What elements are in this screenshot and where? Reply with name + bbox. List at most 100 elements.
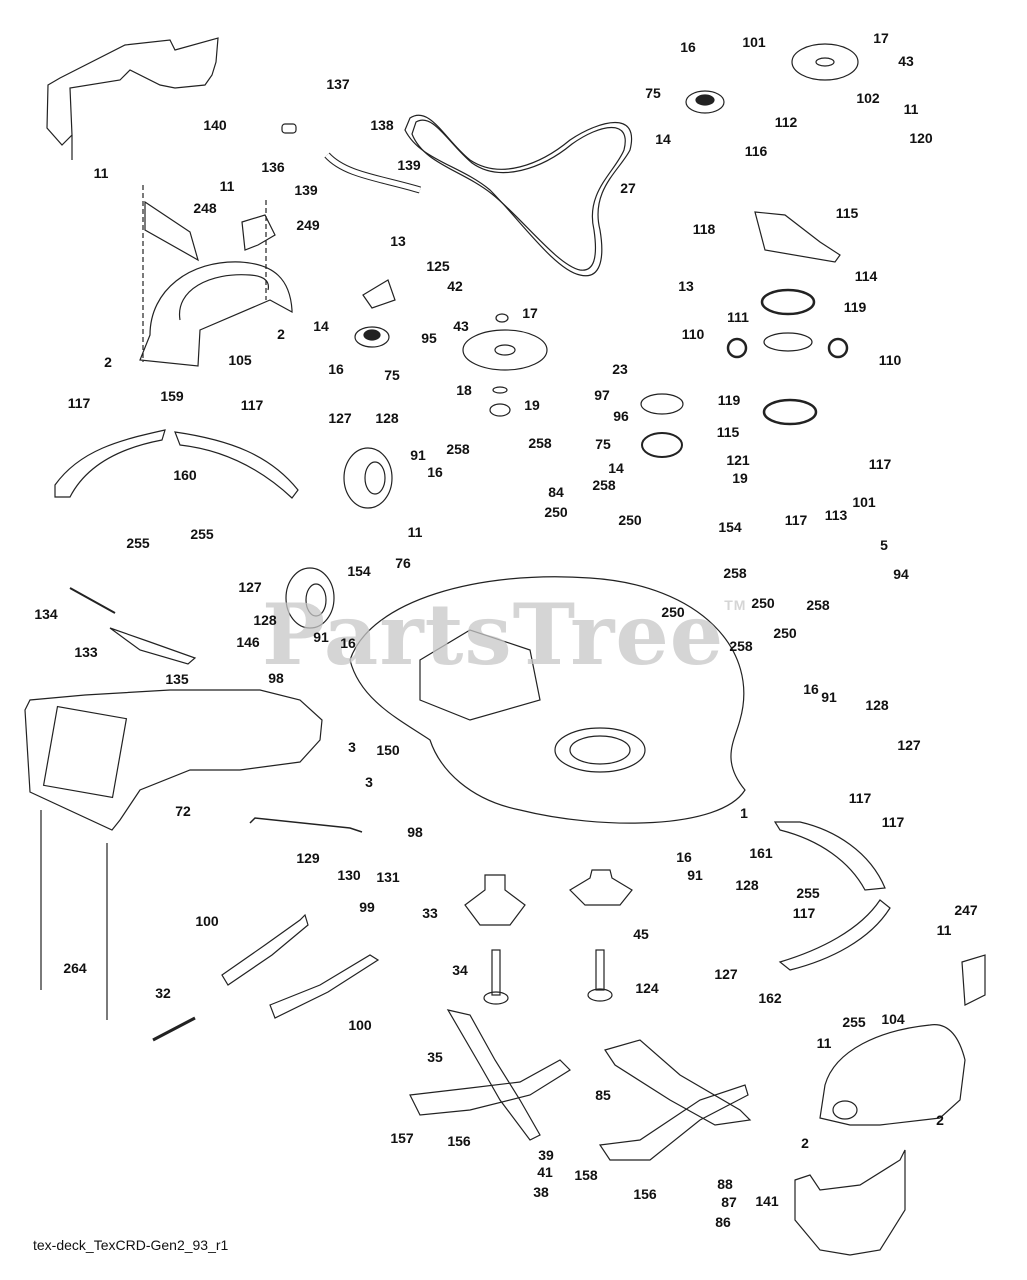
part-callout-102[interactable]: 102 (856, 90, 880, 106)
part-callout-110[interactable]: 110 (878, 352, 902, 368)
part-callout-88[interactable]: 88 (717, 1176, 733, 1192)
part-callout-138[interactable]: 138 (370, 117, 394, 133)
part-callout-100[interactable]: 100 (348, 1017, 372, 1033)
part-callout-75[interactable]: 75 (384, 367, 400, 383)
part-callout-11[interactable]: 11 (903, 101, 919, 117)
part-callout-258[interactable]: 258 (446, 441, 470, 457)
part-callout-11[interactable]: 11 (407, 524, 423, 540)
part-callout-16[interactable]: 16 (340, 635, 356, 651)
part-callout-16[interactable]: 16 (680, 39, 696, 55)
part-callout-156[interactable]: 156 (447, 1133, 471, 1149)
part-callout-17[interactable]: 17 (522, 305, 538, 321)
part-callout-19[interactable]: 19 (732, 470, 748, 486)
part-callout-127[interactable]: 127 (897, 737, 921, 753)
part-callout-11[interactable]: 11 (816, 1035, 832, 1051)
part-callout-16[interactable]: 16 (803, 681, 819, 697)
part-callout-115[interactable]: 115 (716, 424, 740, 440)
part-callout-91[interactable]: 91 (821, 689, 837, 705)
part-callout-42[interactable]: 42 (447, 278, 463, 294)
part-callout-116[interactable]: 116 (744, 143, 768, 159)
part-callout-95[interactable]: 95 (421, 330, 437, 346)
part-callout-91[interactable]: 91 (687, 867, 703, 883)
part-callout-154[interactable]: 154 (718, 519, 742, 535)
part-callout-162[interactable]: 162 (758, 990, 782, 1006)
part-callout-94[interactable]: 94 (893, 566, 909, 582)
part-callout-125[interactable]: 125 (426, 258, 450, 274)
part-callout-128[interactable]: 128 (865, 697, 889, 713)
part-callout-117[interactable]: 117 (881, 814, 905, 830)
part-callout-250[interactable]: 250 (544, 504, 568, 520)
part-callout-117[interactable]: 117 (848, 790, 872, 806)
part-callout-14[interactable]: 14 (655, 131, 671, 147)
part-callout-111[interactable]: 111 (727, 309, 749, 325)
part-callout-141[interactable]: 141 (755, 1193, 779, 1209)
part-callout-39[interactable]: 39 (538, 1147, 554, 1163)
part-callout-128[interactable]: 128 (735, 877, 759, 893)
part-callout-98[interactable]: 98 (407, 824, 423, 840)
part-callout-160[interactable]: 160 (173, 467, 197, 483)
part-callout-258[interactable]: 258 (723, 565, 747, 581)
part-callout-117[interactable]: 117 (240, 397, 264, 413)
part-callout-154[interactable]: 154 (347, 563, 371, 579)
part-callout-33[interactable]: 33 (422, 905, 438, 921)
part-callout-110[interactable]: 110 (681, 326, 705, 342)
part-callout-134[interactable]: 134 (34, 606, 58, 622)
part-callout-11[interactable]: 11 (936, 922, 952, 938)
part-callout-146[interactable]: 146 (236, 634, 260, 650)
part-callout-23[interactable]: 23 (612, 361, 628, 377)
part-callout-41[interactable]: 41 (537, 1164, 553, 1180)
part-callout-27[interactable]: 27 (620, 180, 636, 196)
part-callout-32[interactable]: 32 (155, 985, 171, 1001)
part-callout-13[interactable]: 13 (390, 233, 406, 249)
part-callout-91[interactable]: 91 (410, 447, 426, 463)
part-callout-139[interactable]: 139 (397, 157, 421, 173)
part-callout-258[interactable]: 258 (528, 435, 552, 451)
part-callout-255[interactable]: 255 (190, 526, 214, 542)
part-callout-114[interactable]: 114 (854, 268, 878, 284)
part-callout-43[interactable]: 43 (453, 318, 469, 334)
part-callout-136[interactable]: 136 (261, 159, 285, 175)
part-callout-35[interactable]: 35 (427, 1049, 443, 1065)
part-callout-128[interactable]: 128 (375, 410, 399, 426)
part-callout-84[interactable]: 84 (548, 484, 564, 500)
part-callout-120[interactable]: 120 (909, 130, 933, 146)
part-callout-1[interactable]: 1 (740, 805, 748, 821)
part-callout-14[interactable]: 14 (313, 318, 329, 334)
part-callout-157[interactable]: 157 (390, 1130, 414, 1146)
part-callout-161[interactable]: 161 (749, 845, 773, 861)
part-callout-91[interactable]: 91 (313, 629, 329, 645)
part-callout-159[interactable]: 159 (160, 388, 184, 404)
part-callout-2[interactable]: 2 (277, 326, 285, 342)
part-callout-16[interactable]: 16 (427, 464, 443, 480)
part-callout-34[interactable]: 34 (452, 962, 468, 978)
part-callout-19[interactable]: 19 (524, 397, 540, 413)
part-callout-248[interactable]: 248 (193, 200, 217, 216)
part-callout-97[interactable]: 97 (594, 387, 610, 403)
part-callout-129[interactable]: 129 (296, 850, 320, 866)
part-callout-117[interactable]: 117 (67, 395, 91, 411)
part-callout-43[interactable]: 43 (898, 53, 914, 69)
part-callout-75[interactable]: 75 (595, 436, 611, 452)
part-callout-115[interactable]: 115 (835, 205, 859, 221)
part-callout-14[interactable]: 14 (608, 460, 624, 476)
part-callout-255[interactable]: 255 (842, 1014, 866, 1030)
part-callout-104[interactable]: 104 (881, 1011, 905, 1027)
part-callout-250[interactable]: 250 (751, 595, 775, 611)
part-callout-250[interactable]: 250 (661, 604, 685, 620)
part-callout-258[interactable]: 258 (592, 477, 616, 493)
part-callout-250[interactable]: 250 (773, 625, 797, 641)
part-callout-18[interactable]: 18 (456, 382, 472, 398)
part-callout-98[interactable]: 98 (268, 670, 284, 686)
part-callout-258[interactable]: 258 (729, 638, 753, 654)
part-callout-99[interactable]: 99 (359, 899, 375, 915)
part-callout-75[interactable]: 75 (645, 85, 661, 101)
part-callout-17[interactable]: 17 (873, 30, 889, 46)
part-callout-156[interactable]: 156 (633, 1186, 657, 1202)
part-callout-72[interactable]: 72 (175, 803, 191, 819)
part-callout-87[interactable]: 87 (721, 1194, 737, 1210)
part-callout-96[interactable]: 96 (613, 408, 629, 424)
part-callout-2[interactable]: 2 (936, 1112, 944, 1128)
part-callout-140[interactable]: 140 (203, 117, 227, 133)
part-callout-119[interactable]: 119 (717, 392, 741, 408)
part-callout-127[interactable]: 127 (714, 966, 738, 982)
